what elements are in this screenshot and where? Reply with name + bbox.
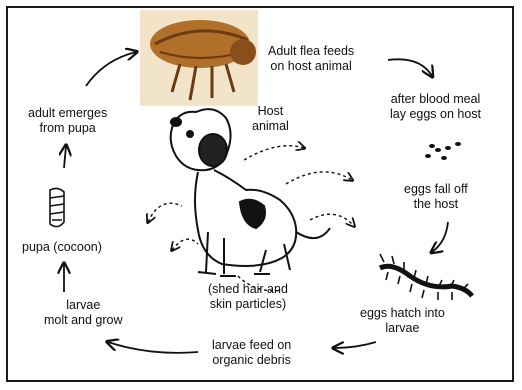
label-text: after blood meal lay eggs on host — [390, 92, 481, 121]
label-text: eggs fall off the host — [404, 182, 468, 211]
label-text: (shed hair and skin particles) — [208, 282, 288, 311]
label-host-animal: Host animal — [252, 104, 289, 134]
label-text: Host animal — [252, 104, 289, 133]
dog-illustration — [171, 109, 330, 276]
label-eggs-hatch: eggs hatch into larvae — [360, 306, 445, 336]
cocoon-icon — [50, 188, 64, 226]
label-eggs-fall: eggs fall off the host — [404, 182, 468, 212]
label-text: pupa (cocoon) — [22, 240, 102, 254]
label-text: larvae feed on organic debris — [212, 338, 291, 367]
label-adult-emerges: adult emerges from pupa — [28, 106, 107, 136]
label-shed-hair: (shed hair and skin particles) — [208, 282, 288, 312]
label-molt-grow: larvae molt and grow — [44, 298, 123, 328]
label-blood-meal: after blood meal lay eggs on host — [390, 92, 481, 122]
larva-icon — [380, 254, 472, 300]
flea-illustration — [140, 10, 258, 106]
label-pupa: pupa (cocoon) — [22, 240, 102, 255]
label-text: eggs hatch into larvae — [360, 306, 445, 335]
label-text: Adult flea feeds on host animal — [268, 44, 354, 73]
label-larvae-feed: larvae feed on organic debris — [212, 338, 291, 368]
label-text: adult emerges from pupa — [28, 106, 107, 135]
label-adult-feeds: Adult flea feeds on host animal — [268, 44, 354, 74]
label-text: larvae molt and grow — [44, 298, 123, 327]
eggs-icon — [425, 142, 461, 160]
